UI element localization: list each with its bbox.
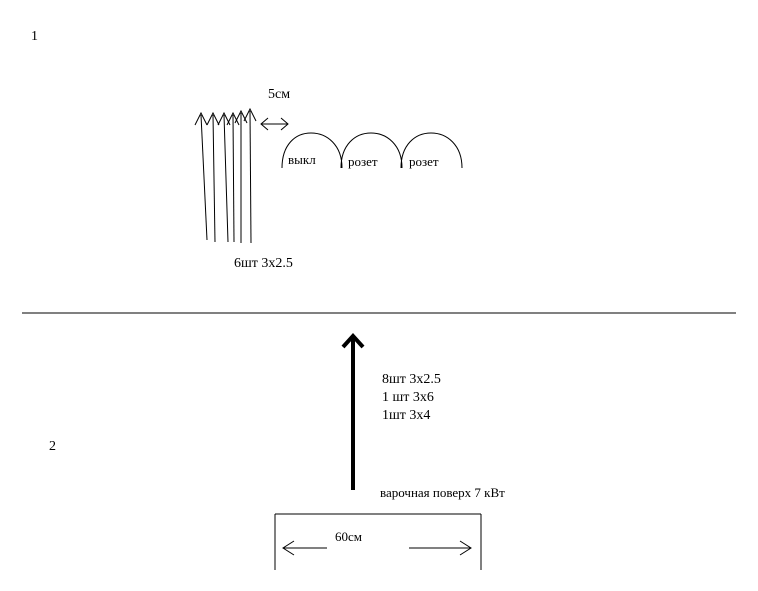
wall-boxes-outline — [281, 132, 463, 169]
spacing-label: 5см — [268, 87, 291, 102]
cable-spec-1: 8шт 3х2.5 — [382, 372, 441, 387]
cable-spec-3: 1шт 3х4 — [382, 408, 431, 423]
cable-bundle-label: 6шт 3х2.5 — [234, 256, 293, 271]
box-label-switch: выкл — [288, 152, 316, 167]
width-label: 60см — [335, 529, 362, 544]
thick-cable-arrow — [341, 333, 365, 490]
section-number-1: 1 — [31, 29, 38, 44]
box-label-outlet-1: розет — [348, 154, 378, 169]
cable-bundle-arrows — [194, 107, 257, 244]
spacing-double-arrow — [260, 117, 289, 131]
cable-spec-2: 1 шт 3х6 — [382, 390, 434, 405]
cooktop-width-bracket — [274, 513, 482, 570]
cooktop-label: варочная поверх 7 кВт — [380, 485, 505, 500]
section-number-2: 2 — [49, 439, 56, 454]
box-label-outlet-2: розет — [409, 154, 439, 169]
